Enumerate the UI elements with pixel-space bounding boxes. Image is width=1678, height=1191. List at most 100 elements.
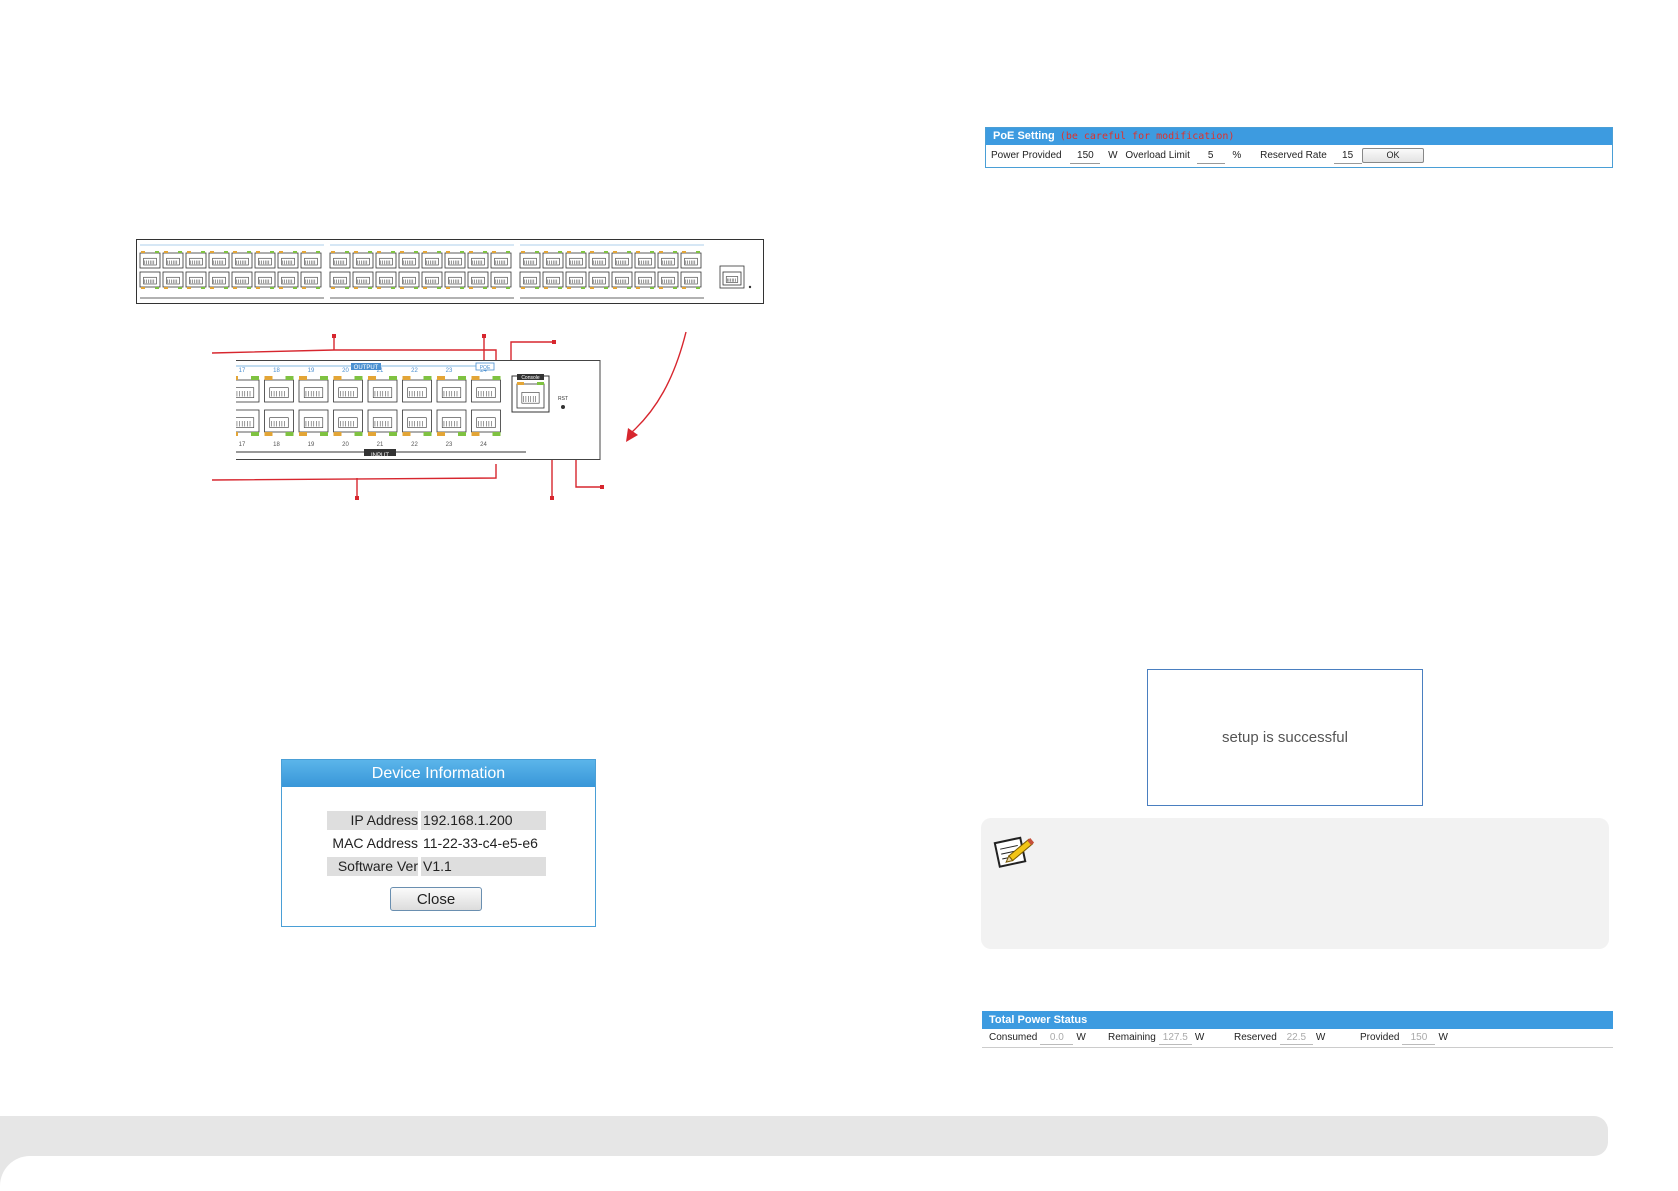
poe-setting-title: PoE Setting [993,130,1055,142]
port-number-bottom: 22 [411,442,418,448]
status-led [187,251,191,253]
status-led [650,251,654,253]
rj45-port [634,252,656,269]
dialog-title: Device Information [282,760,595,787]
rj45-port [657,271,679,288]
status-led [460,287,464,289]
overload-limit-input[interactable]: 5 [1196,150,1225,164]
status-led [316,251,320,253]
reserved-rate-input[interactable]: 15 [1333,150,1362,164]
rj45-port [264,409,294,433]
status-led [178,251,182,253]
power-provided-input[interactable]: 150 [1070,150,1101,164]
status-led [299,432,307,436]
overload-limit-unit: % [1232,150,1242,161]
rj45-port [398,271,420,288]
status-led [377,287,381,289]
status-led [400,251,404,253]
rj45-port [421,252,443,269]
poe-tag-label: POE [480,365,491,371]
input-tag [364,449,396,456]
rj45-port [436,409,467,433]
rj45-port [352,271,374,288]
status-led [201,251,205,253]
rj45-port [185,271,207,288]
status-led [391,287,395,289]
switch-front-panel-drawing [136,239,764,304]
status-led [604,251,608,253]
status-led [544,251,548,253]
port-number-top: 18 [273,368,280,374]
ok-button[interactable]: OK [1362,148,1424,163]
status-led [590,251,594,253]
status-led [391,251,395,253]
status-led [368,251,372,253]
status-led [696,251,700,253]
status-led [483,287,487,289]
status-led [446,251,450,253]
status-led [224,251,228,253]
rj45-port [333,379,363,403]
rj45-port [254,271,276,288]
status-led [264,376,273,380]
output-tag [351,363,381,370]
status-led [316,287,320,289]
consumed-unit: W [1076,1032,1086,1043]
rj45-port [185,252,207,269]
switch-front-panel-image [136,239,764,304]
consumed-label: Consumed [989,1032,1038,1043]
status-led [414,251,418,253]
status-led [293,251,297,253]
status-led [414,287,418,289]
console-tag [517,374,544,380]
status-led [164,251,168,253]
status-led [320,376,328,380]
status-led [437,251,441,253]
rj45-port [402,409,432,433]
status-led [279,251,283,253]
consumed-value: 0.0 [1040,1032,1074,1045]
status-led [558,287,562,289]
rj45-port [490,252,512,269]
status-led [423,251,427,253]
status-led [345,287,349,289]
status-led [256,287,260,289]
rj45-port [402,379,432,403]
status-led [368,287,372,289]
mac-address-row: MAC Address 11-22-33-c4-e5-e6 [327,834,546,853]
status-led [627,287,631,289]
status-led [354,432,363,436]
status-led [696,287,700,289]
status-led [302,251,306,253]
provided-unit: W [1438,1032,1448,1043]
status-led [506,287,510,289]
status-led [345,251,349,253]
rj45-port [231,252,253,269]
status-led [331,251,335,253]
callout-dot [552,340,556,344]
status-led [230,376,238,380]
status-led [535,251,539,253]
port-number-top: 20 [342,368,349,374]
status-led [210,287,214,289]
status-led [178,287,182,289]
close-button[interactable]: Close [390,887,482,911]
output-label: OUTPUT [354,365,379,371]
status-led [354,251,358,253]
rj45-port [436,379,467,403]
status-led [471,376,480,380]
status-led [333,376,342,380]
status-led [247,287,251,289]
port-number-bottom: 17 [239,442,246,448]
callout-dot [332,334,336,338]
rj45-port [611,271,633,288]
rj45-port [162,252,184,269]
input-label: INPUT [371,453,389,459]
status-led [458,376,466,380]
status-led [224,287,228,289]
software-version-value: V1.1 [421,857,546,876]
ip-address-row: IP Address 192.168.1.200 [327,811,546,830]
status-led [469,287,473,289]
